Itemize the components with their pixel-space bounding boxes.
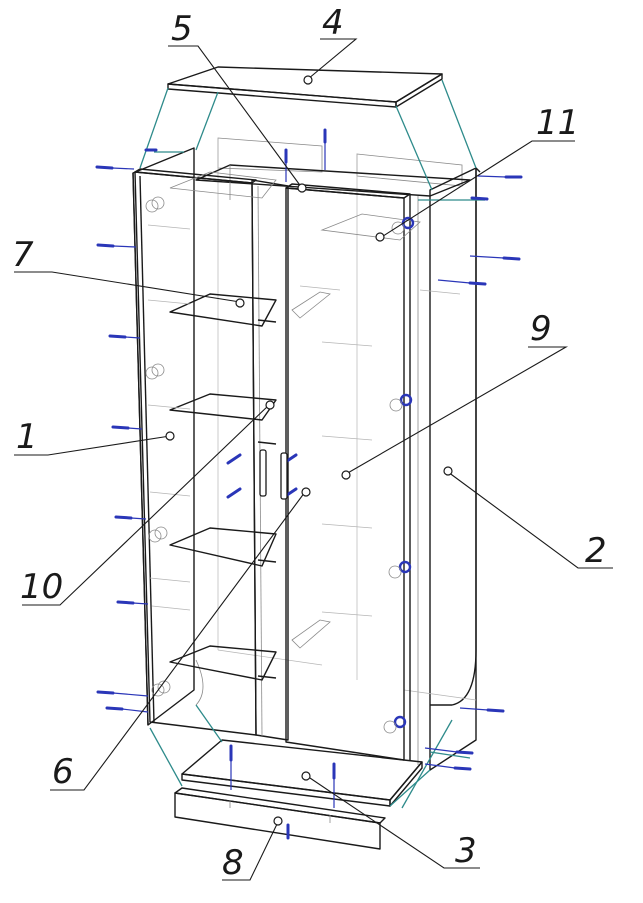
kick-plate <box>174 787 386 850</box>
marker-8 <box>273 816 283 826</box>
marker-11 <box>375 232 385 242</box>
marker-6 <box>301 487 311 497</box>
label-7: 7 <box>12 235 34 275</box>
marker-10 <box>265 400 275 410</box>
label-5: 5 <box>171 9 193 49</box>
label-11: 11 <box>536 103 579 143</box>
callout-numbers: 4 5 11 7 9 1 2 10 6 3 8 <box>12 3 607 883</box>
marker-5 <box>297 183 307 193</box>
bottom-base <box>181 739 423 807</box>
label-2: 2 <box>585 531 607 571</box>
marker-1 <box>165 431 175 441</box>
door-handles <box>259 449 288 500</box>
label-1: 1 <box>16 417 38 457</box>
part-markers <box>165 75 453 826</box>
fasteners <box>95 128 523 840</box>
marker-9 <box>341 470 351 480</box>
right-side-panel <box>403 167 481 771</box>
marker-7 <box>235 298 245 308</box>
leader-lines <box>14 38 613 881</box>
marker-3 <box>301 771 311 781</box>
left-door <box>134 168 257 736</box>
label-10: 10 <box>20 567 63 607</box>
hinges <box>145 196 415 734</box>
back-panel <box>217 137 463 680</box>
label-8: 8 <box>222 843 244 883</box>
assembly-lines <box>139 79 485 809</box>
marker-4 <box>303 75 313 85</box>
label-4: 4 <box>322 3 344 43</box>
top-panel <box>167 66 443 108</box>
label-9: 9 <box>530 309 552 349</box>
shelf-pin-holes <box>147 224 461 617</box>
label-3: 3 <box>455 831 477 871</box>
left-side-panel <box>132 147 204 726</box>
label-6: 6 <box>52 752 74 792</box>
shelves <box>169 171 421 681</box>
marker-2 <box>443 466 453 476</box>
